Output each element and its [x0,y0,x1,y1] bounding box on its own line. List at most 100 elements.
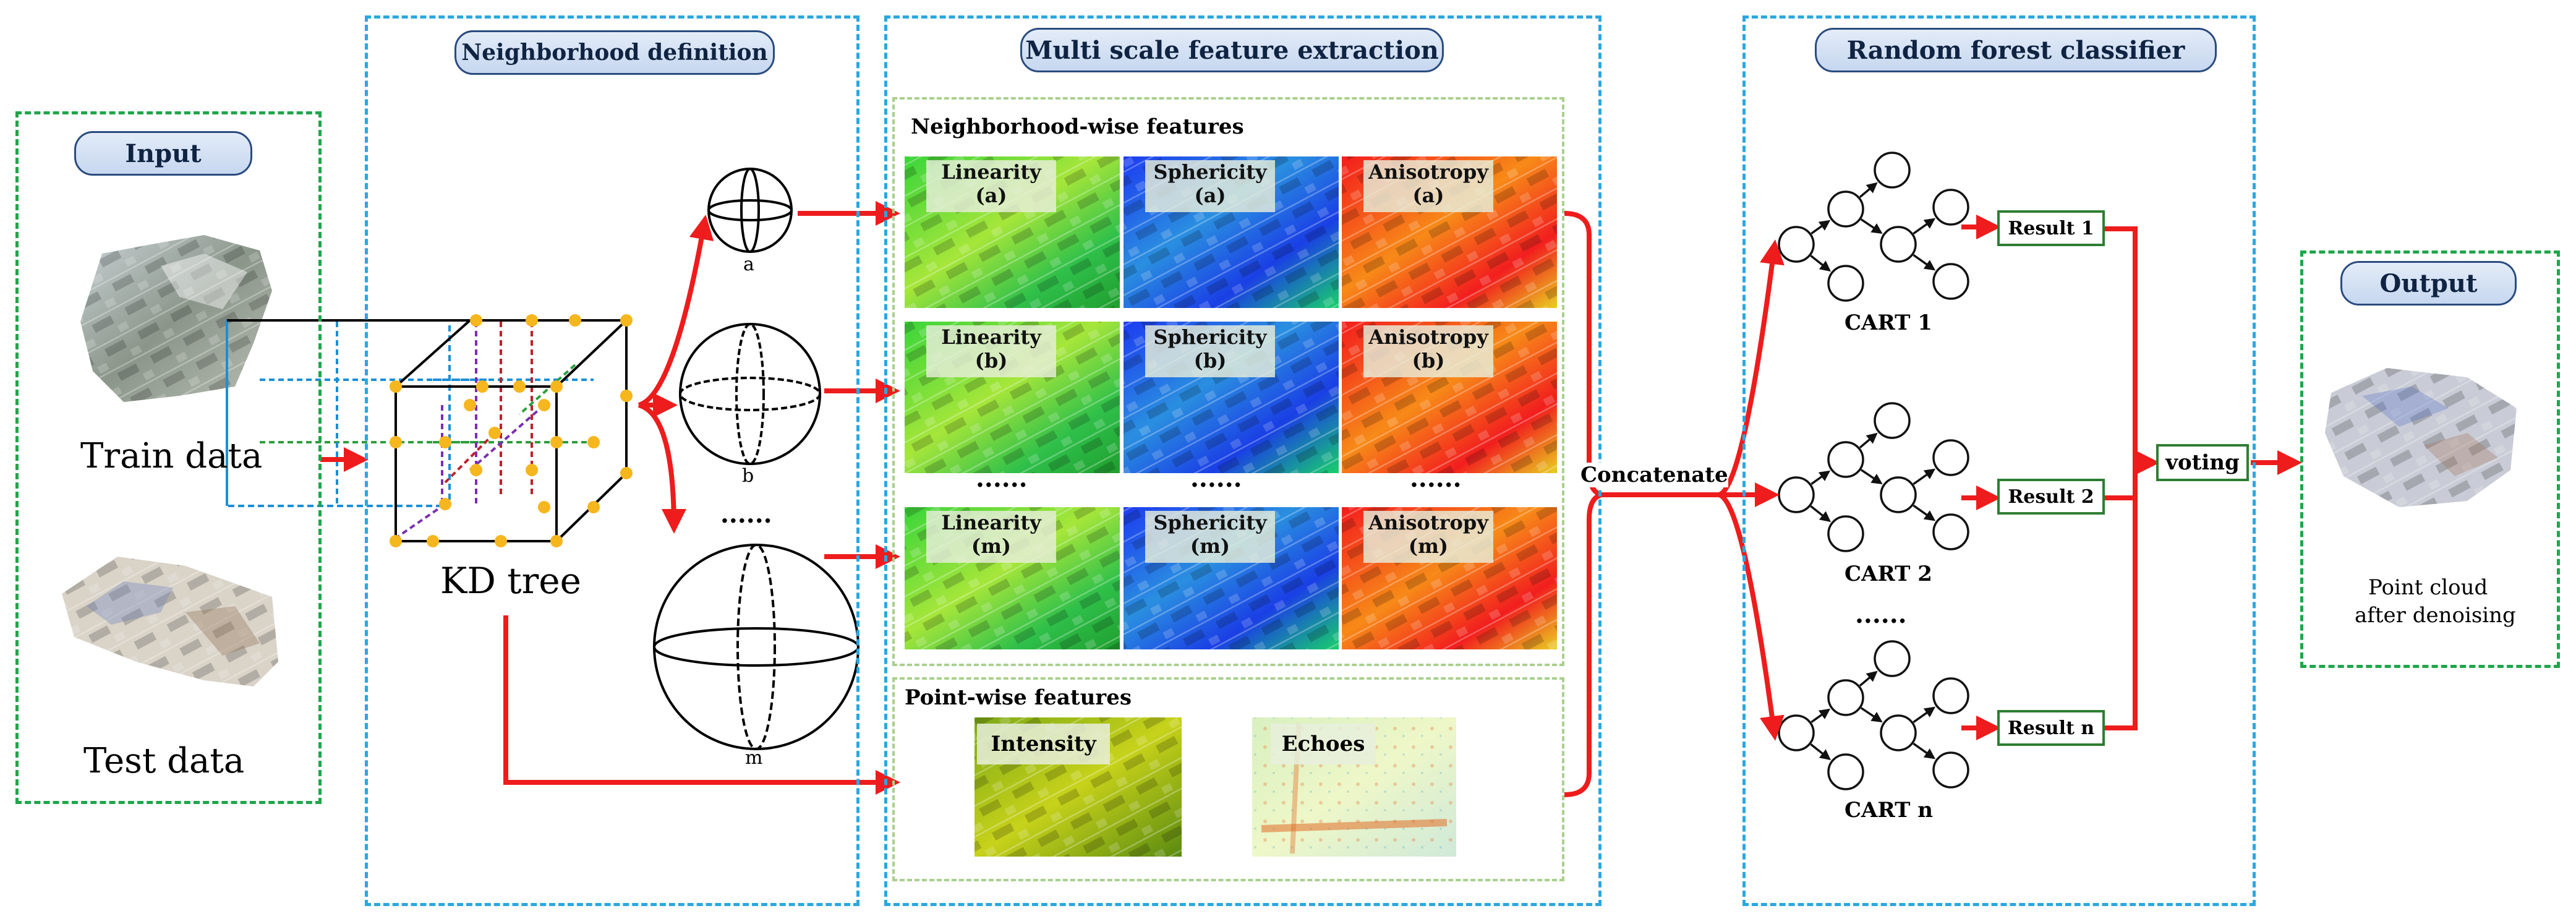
cart-2-label: CART 2 [1845,562,1932,586]
point-features-title: Point-wise features [905,685,1132,710]
cart-node [1932,439,1969,476]
train-data-label: Train data [80,436,263,476]
feature-name: Sphericity [1153,160,1267,184]
point-features-panel [892,677,1564,881]
feature-linearity-a: Linearity(a) [905,156,1120,308]
cart-edge [1860,469,1883,485]
feature-dots-3: ...... [1410,464,1462,493]
multiscale-title: Multi scale feature extraction [1020,28,1444,72]
cart-node [1874,640,1911,677]
neighborhood-title: Neighborhood definition [454,30,775,75]
feature-scale: (a) [1412,184,1444,207]
feature-name: Linearity [941,325,1041,349]
feature-anisotropy-a: Anisotropy(a) [1342,156,1557,308]
cart-edge [1913,218,1936,235]
output-caption-line2: after denoising [2355,603,2516,628]
cart-edge [1913,706,1936,724]
cart-tree-2 [1778,402,1969,552]
cart-edge [1859,182,1878,199]
feature-anisotropy-b: Anisotropy(b) [1342,322,1557,473]
sphere-dots: ...... [720,500,772,529]
neighborhood-features-title: Neighborhood-wise features [911,114,1244,139]
red-arrows [320,201,2302,797]
cart-1-label: CART 1 [1845,310,1932,335]
cart-tree-1 [1778,152,1969,302]
output-caption-line1: Point cloud [2368,575,2488,600]
feature-scale: (b) [975,349,1008,372]
feature-linearity-m: Linearity(m) [905,507,1120,649]
feature-scale: (m) [1408,534,1449,558]
cart-node [1827,753,1864,790]
sphere-a-label: a [743,254,754,275]
feature-name: Anisotropy [1368,511,1488,534]
cart-edge [1859,432,1878,449]
cart-node [1827,265,1864,302]
cart-edge [1859,670,1878,687]
cart-edge [1860,707,1883,723]
cart-edge [1810,505,1832,523]
cart-node [1880,714,1917,751]
feature-linearity-b: Linearity(b) [905,322,1120,473]
feature-anisotropy-m: Anisotropy(m) [1342,507,1557,649]
feature-name: Linearity [941,511,1041,534]
feature-sphericity-b: Sphericity(b) [1124,322,1339,473]
feature-dots-2: ...... [1190,464,1242,493]
cart-node [1932,751,1969,789]
feature-intensity-label: Intensity [977,724,1110,764]
train-data-image [80,235,272,402]
voting-box: voting [2156,444,2249,481]
cart-edge [1810,255,1832,272]
cart-tree-3 [1778,640,1969,790]
feature-sphericity-m: Sphericity(m) [1124,507,1339,649]
feature-name: Anisotropy [1368,325,1488,349]
cart-edge [1860,218,1883,234]
output-title: Output [2340,261,2517,306]
result-2-box: Result 2 [1997,479,2105,515]
cart-edge [1913,468,1936,486]
cart-node [1874,402,1911,439]
output-image [2325,368,2517,507]
feature-name: Sphericity [1153,325,1267,349]
cart-node [1880,476,1917,513]
cart-node [1932,189,1969,226]
result-1-box: Result 1 [1997,210,2105,246]
cart-edge [1810,743,1832,761]
feature-sphericity-a: Sphericity(a) [1124,156,1339,308]
cart-node [1874,152,1911,189]
cart-node [1932,263,1969,300]
input-title: Input [74,131,252,176]
input-panel [15,111,322,804]
feature-scale: (m) [971,534,1012,558]
feature-scale: (b) [1412,349,1445,372]
classifier-title: Random forest classifier [1815,28,2217,72]
multiscale-panel [884,15,1601,906]
cart-trees [1778,152,1969,790]
cart-edge [1913,504,1936,521]
feature-scale: (b) [1193,349,1227,372]
feature-name: Sphericity [1153,511,1267,534]
cart-edge [1810,470,1831,486]
sphere-a [707,168,793,253]
cart-node [1827,679,1864,716]
sphere-b-label: b [742,465,754,487]
feature-scale: (m) [1190,534,1230,558]
feature-name: Anisotropy [1368,160,1488,184]
feature-dots-1: ...... [976,464,1028,493]
concatenate-label: Concatenate [1580,463,1728,487]
cart-edge [1913,254,1936,271]
output-panel [2300,250,2560,668]
feature-scale: (a) [975,184,1007,207]
result-n-box: Result n [1997,710,2105,746]
classifier-panel [1742,15,2256,906]
feature-echoes-label: Echoes [1271,724,1376,764]
cart-n-label: CART n [1845,798,1933,823]
cart-edge [1913,742,1936,759]
neighborhood-features-panel [892,97,1564,666]
feature-intensity: Intensity [975,717,1172,857]
feature-name: Linearity [941,160,1041,184]
test-data-image [62,557,278,687]
cart-dots: ...... [1855,600,1907,629]
test-data-label: Test data [83,741,245,781]
cart-node [1827,441,1864,478]
